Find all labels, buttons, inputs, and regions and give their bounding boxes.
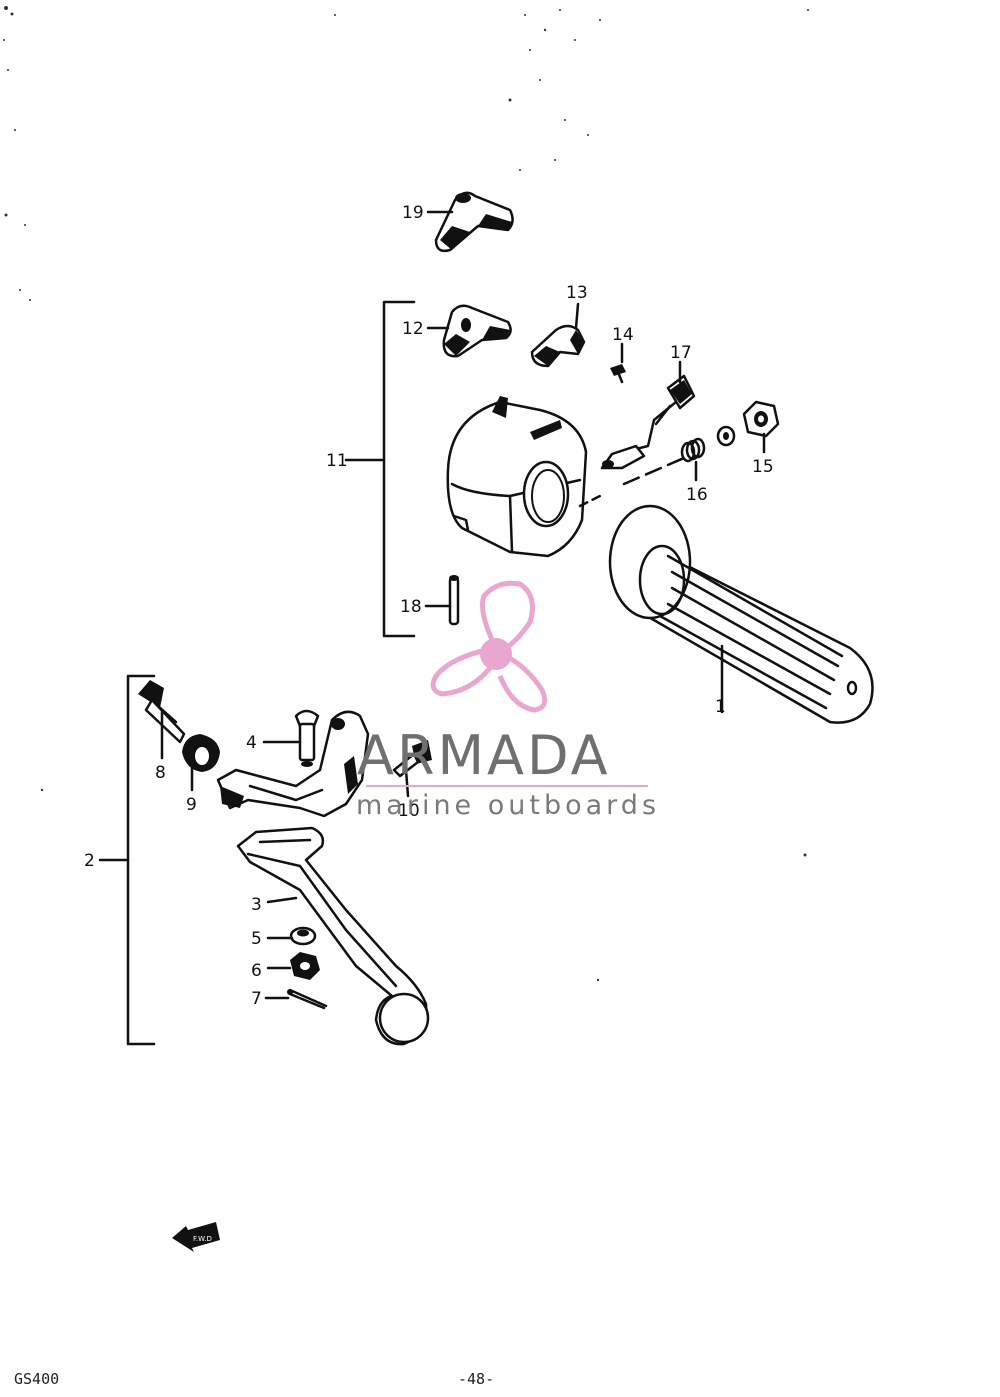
part-14-screw — [610, 364, 626, 384]
lever-bracket — [216, 710, 370, 818]
callout-7: 7 — [251, 989, 262, 1009]
callout-4: 4 — [246, 733, 257, 753]
part-13-clamp — [530, 324, 586, 368]
callout-3: 3 — [251, 895, 262, 915]
direction-badge: F.W.D — [172, 1222, 220, 1252]
part-1-grip — [608, 504, 874, 724]
armada-watermark: ARMADA marine outboards — [356, 580, 660, 821]
arrow-left-icon — [172, 1222, 220, 1252]
part-16-spring — [680, 425, 736, 463]
callout-19: 19 — [402, 203, 424, 223]
callout-14: 14 — [612, 325, 634, 345]
callout-12: 12 — [402, 319, 424, 339]
callout-17: 17 — [670, 343, 692, 363]
bracket-11 — [344, 300, 416, 638]
callout-16: 16 — [686, 485, 708, 505]
callout-5: 5 — [251, 929, 262, 949]
callout-10: 10 — [398, 801, 420, 821]
watermark-subtitle: marine outboards — [356, 790, 660, 821]
watermark-title: ARMADA — [357, 724, 611, 787]
callout-6: 6 — [251, 961, 262, 981]
callout-9: 9 — [186, 795, 197, 815]
part-6-nut — [290, 952, 320, 980]
part-12-clamp — [442, 304, 512, 358]
part-10-bolt — [392, 740, 432, 778]
callout-13: 13 — [566, 283, 588, 303]
model-code: GS400 — [14, 1370, 59, 1388]
callout-labels: 1 2 3 4 5 6 7 8 9 10 11 12 13 14 15 16 1… — [84, 203, 774, 1009]
scan-noise — [3, 6, 809, 982]
callout-15: 15 — [752, 457, 774, 477]
part-11-housing — [446, 396, 686, 558]
part-15-adjuster — [742, 400, 780, 438]
bracket-2 — [98, 674, 156, 1046]
callout-11: 11 — [326, 451, 348, 471]
part-9-nut — [182, 734, 220, 772]
callout-18: 18 — [400, 597, 422, 617]
callout-2: 2 — [84, 851, 95, 871]
part-4-bolt — [294, 709, 320, 767]
page-number: -48- — [458, 1370, 494, 1388]
part-8-bolt — [138, 680, 186, 744]
propeller-hub — [480, 638, 512, 670]
callout-1: 1 — [715, 697, 726, 717]
part-17-cable-end — [600, 374, 696, 470]
part-18-pin — [448, 575, 460, 626]
part-7-cotter-pin — [287, 988, 328, 1010]
leader-lines — [160, 210, 766, 1000]
part-19-clamp — [434, 191, 514, 253]
direction-badge-label: F.W.D — [193, 1235, 212, 1243]
part-5-washer — [289, 926, 317, 946]
propeller-logo-icon — [430, 580, 548, 713]
callout-8: 8 — [155, 763, 166, 783]
part-3-lever — [236, 826, 430, 1046]
